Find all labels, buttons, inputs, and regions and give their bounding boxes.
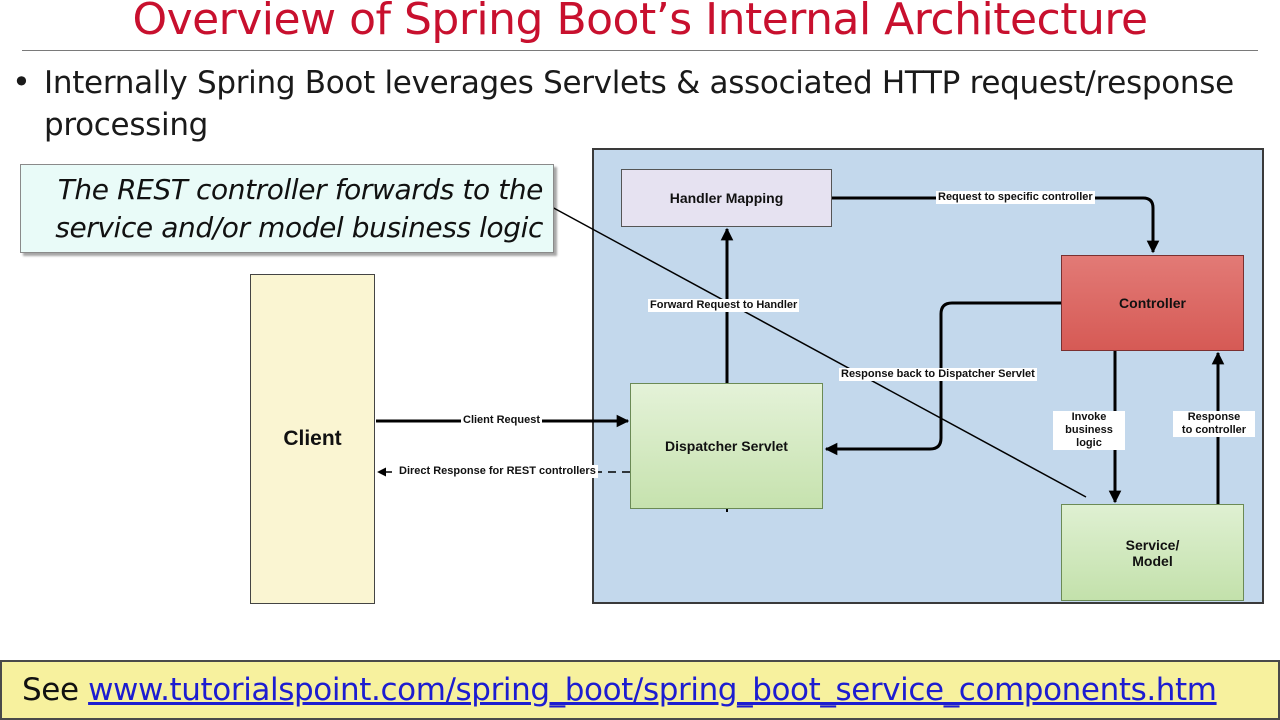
client-request-label: Client Request — [461, 414, 543, 427]
request-specific-arrow — [832, 196, 1160, 254]
bullet-icon: • — [12, 63, 31, 101]
request-specific-label: Request to specific controller — [936, 191, 1095, 204]
direct-response-label: Direct Response for REST controllers — [397, 465, 598, 478]
handler-mapping-label: Handler Mapping — [669, 190, 784, 206]
invoke-business-label: Invoke business logic — [1053, 411, 1125, 450]
callout-box: The REST controller forwards to the serv… — [20, 164, 554, 253]
title-divider — [22, 50, 1258, 51]
client-node: Client — [250, 274, 375, 604]
response-controller-label: Response to controller — [1173, 411, 1255, 437]
dispatcher-servlet-node: Dispatcher Servlet — [630, 383, 823, 509]
controller-node: Controller — [1061, 255, 1244, 351]
callout-text: The REST controller forwards to the serv… — [55, 173, 543, 244]
forward-request-label: Forward Request to Handler — [648, 299, 800, 312]
service-model-label: Service/ Model — [1125, 536, 1180, 569]
controller-label: Controller — [1119, 295, 1186, 311]
callout-pointer-line — [549, 205, 1087, 498]
bullet-text: Internally Spring Boot leverages Servlet… — [44, 65, 1234, 143]
reference-link[interactable]: www.tutorialspoint.com/spring_boot/sprin… — [88, 672, 1217, 708]
slide-title: Overview of Spring Boot’s Internal Archi… — [132, 0, 1148, 45]
client-label: Client — [283, 427, 342, 450]
response-back-label: Response back to Dispatcher Servlet — [839, 368, 1037, 381]
reference-bar: See www.tutorialspoint.com/spring_boot/s… — [0, 660, 1280, 720]
service-model-node: Service/ Model — [1061, 504, 1244, 601]
see-prefix: See — [22, 672, 89, 708]
dispatcher-servlet-label: Dispatcher Servlet — [665, 438, 788, 454]
handler-mapping-node: Handler Mapping — [621, 169, 832, 227]
